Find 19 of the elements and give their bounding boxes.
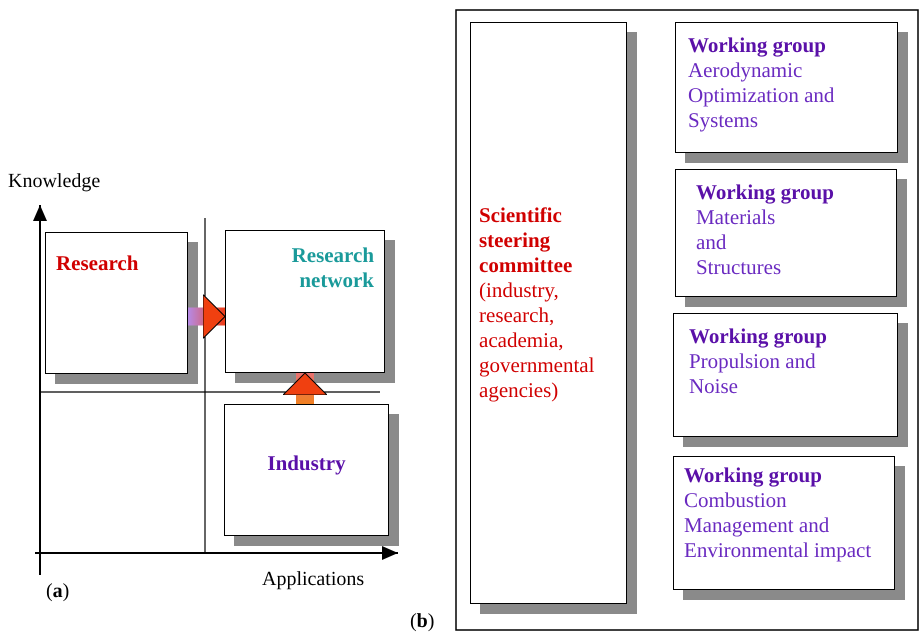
axis-label: Applications [262, 568, 364, 591]
panel-label: (a) [46, 580, 70, 603]
arrow [282, 372, 328, 404]
box-title: Working group [689, 324, 828, 349]
box-title: Working group [684, 463, 823, 488]
box-text: (industry, research, academia, governmental agencies) [479, 278, 596, 403]
box-text: Combustion Management and Environmental impact [684, 488, 872, 563]
box-text: Propulsion and Noise [689, 349, 817, 399]
box-title: Working group [688, 33, 827, 58]
box-title: Industry [266, 451, 347, 476]
box-title: Research [56, 251, 140, 276]
box-title: Working group [696, 180, 835, 205]
box-text: Materials and Structures [696, 205, 782, 280]
box-title: Scientific steering committee [479, 203, 574, 278]
axis-label: Knowledge [8, 170, 100, 193]
panel-label: (b) [410, 610, 434, 633]
arrow [188, 294, 226, 339]
box-title: Research network [290, 243, 374, 293]
box-text: Aerodynamic Optimization and Systems [688, 58, 836, 133]
